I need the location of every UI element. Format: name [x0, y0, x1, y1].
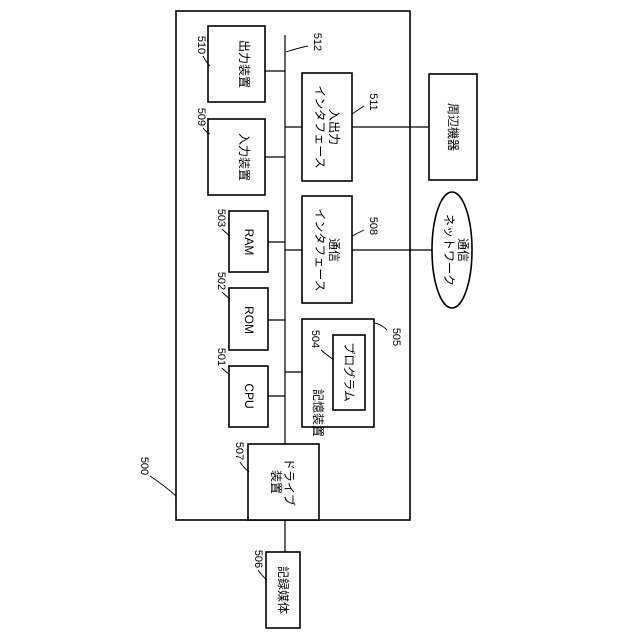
drive-device-box: ドライブ 装置: [248, 444, 319, 520]
rom-box: ROM: [229, 288, 268, 350]
ref-505: 505: [390, 328, 402, 346]
cpu-box: CPU: [229, 366, 268, 427]
recording-medium-box: 記録媒体: [266, 552, 300, 628]
program-label: プログラム: [342, 342, 356, 402]
recording-medium-label: 記録媒体: [276, 566, 291, 614]
ref-511: 511: [367, 93, 379, 111]
network-label-line1: 通信: [456, 238, 470, 262]
peripheral-device-label: 周辺機器: [446, 103, 461, 151]
ref-502: 502: [215, 272, 227, 290]
input-device: 入力装置: [208, 119, 265, 195]
ref-504: 504: [309, 330, 321, 348]
ref-501: 501: [215, 348, 227, 366]
io-interface-box: 入出力 インタフェース: [302, 73, 352, 181]
drive-device-label-line2: 装置: [269, 470, 283, 494]
io-interface-label-line2: インタフェース: [313, 85, 327, 168]
output-device-label: 出力装置: [237, 40, 251, 88]
rom-label: ROM: [242, 306, 256, 334]
leader-512: [286, 46, 308, 52]
comm-interface-label-line2: インタフェース: [313, 208, 327, 291]
ref-506: 506: [252, 550, 264, 568]
drive-device-label-line1: ドライブ: [282, 458, 297, 506]
ram-box: RAM: [229, 211, 268, 272]
ref-512: 512: [311, 33, 323, 51]
storage-device-label: 記憶装置: [311, 389, 326, 437]
ref-509: 509: [195, 108, 207, 126]
ref-500: 500: [138, 457, 150, 475]
program-box: プログラム: [333, 335, 365, 410]
comm-interface-label-line1: 通信: [327, 238, 341, 262]
peripheral-device-box: 周辺機器: [429, 74, 477, 180]
ref-507: 507: [233, 442, 245, 460]
cpu-label: CPU: [242, 383, 256, 408]
comm-interface-box: 通信 インタフェース: [302, 196, 352, 303]
leader-505: [374, 323, 387, 330]
leader-500: [150, 476, 176, 496]
input-device-label: 入力装置: [237, 133, 251, 181]
ram-label: RAM: [242, 229, 256, 256]
ref-508: 508: [367, 217, 379, 235]
leader-511: [352, 106, 364, 114]
leader-508: [352, 230, 364, 236]
ref-510: 510: [195, 36, 207, 54]
output-device: 出力装置: [208, 26, 265, 102]
communication-network-ellipse: 通信 ネットワーク: [432, 192, 472, 308]
network-label-line2: ネットワーク: [442, 214, 456, 286]
io-interface-label-line1: 入出力: [327, 109, 341, 145]
ref-503: 503: [215, 209, 227, 227]
